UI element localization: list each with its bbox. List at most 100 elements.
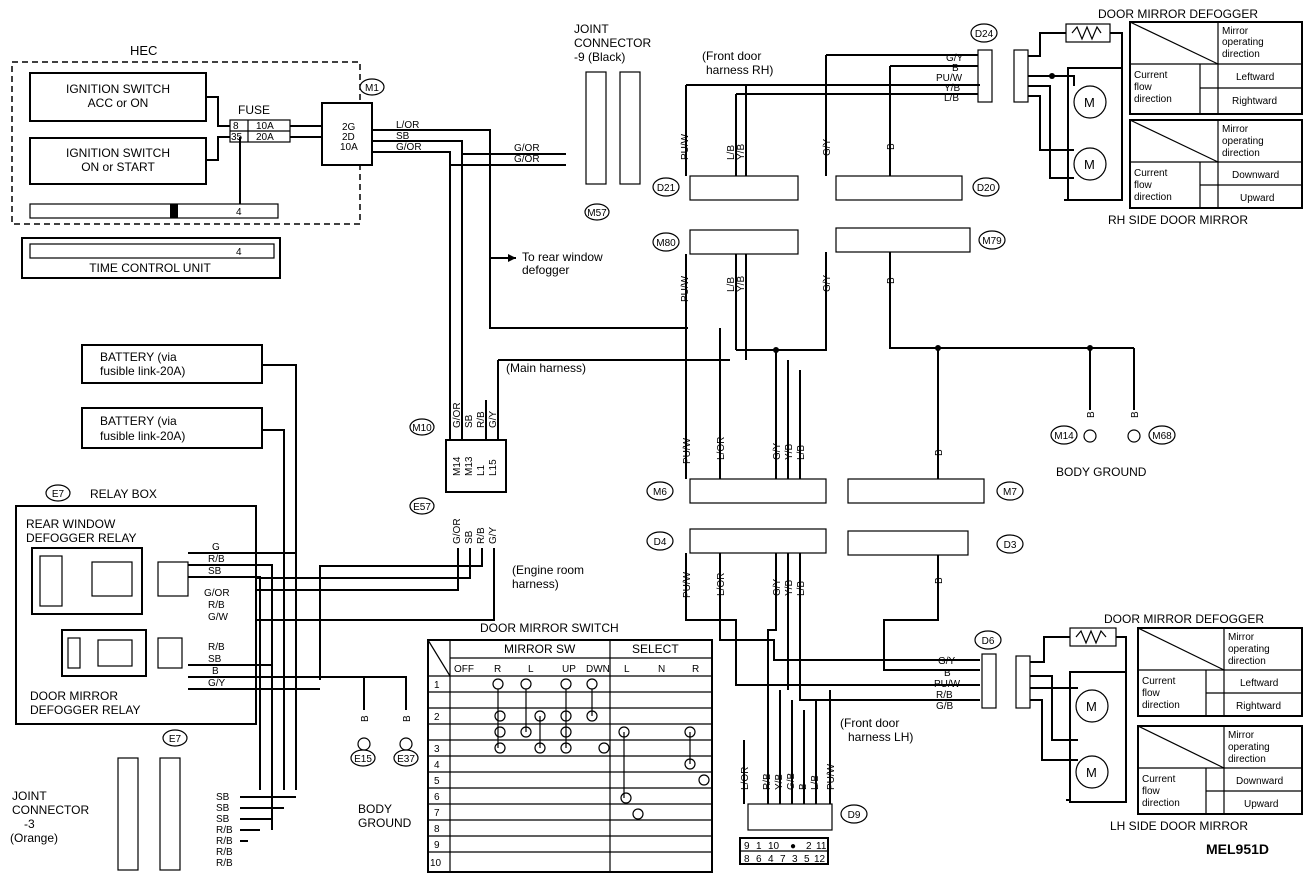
switch-title: DOOR MIRROR SWITCH <box>480 621 619 635</box>
relay-wire-rb2: R/B <box>208 600 225 611</box>
d20-wire-b: B <box>886 143 897 150</box>
m1-wire-lor: L/OR <box>396 120 419 131</box>
d4-wire-puw: PU/W <box>682 571 693 598</box>
right-ground-wire2: B <box>1130 411 1141 418</box>
rh-t2-r3: direction <box>1134 192 1172 203</box>
switch-row-6: 6 <box>434 792 440 803</box>
switch-col-sel-n: N <box>658 664 665 675</box>
joint9-line1: JOINT <box>574 22 609 36</box>
d4-wire-yb: Y/B <box>784 580 795 596</box>
joint3-wire2: SB <box>216 803 230 814</box>
lh-defogger-label: DOOR MIRROR DEFOGGER <box>1104 612 1264 626</box>
left-ground-label2: GROUND <box>358 816 412 830</box>
rh-t1-r1: Current <box>1134 70 1168 81</box>
switch-col-l: L <box>528 664 534 675</box>
d9-pin-7: 7 <box>780 854 786 865</box>
m6-wire-gy: G/Y <box>772 442 783 460</box>
switch-row-1: 1 <box>434 680 440 691</box>
lh-t2-up: Upward <box>1244 799 1278 810</box>
ign-start-line1: IGNITION SWITCH <box>66 146 170 160</box>
right-ground-label: BODY GROUND <box>1056 465 1147 479</box>
lh-t2-r1: Current <box>1142 774 1176 785</box>
m1-pin-10a: 10A <box>340 142 358 153</box>
e57-wire-gor: G/OR <box>452 518 463 544</box>
rh-motor1-m: M <box>1084 95 1095 110</box>
lh-wire-gy: G/Y <box>938 656 956 667</box>
battery1-line2: fusible link-20A) <box>100 364 185 378</box>
switch-row-7: 7 <box>434 808 440 819</box>
joint9-line2: CONNECTOR <box>574 36 651 50</box>
d9-pin-6: 6 <box>756 854 762 865</box>
battery1-line1: BATTERY (via <box>100 350 177 364</box>
switch-row-2: 2 <box>434 712 440 723</box>
d9-pin-2: 2 <box>806 841 812 852</box>
switch-col-r: R <box>494 664 501 675</box>
lh-harness-1: (Front door <box>840 716 899 730</box>
left-ground-wire2: B <box>402 715 413 722</box>
d9-pin-3: 3 <box>792 854 798 865</box>
lh-t2-h2: operating <box>1228 742 1270 753</box>
switch-col-sel-l: L <box>624 664 630 675</box>
rh-t1-h3: direction <box>1222 49 1260 60</box>
relay-wire-rb1: R/B <box>208 554 225 565</box>
m10-pin-m14: M14 <box>452 456 463 476</box>
lh-t1-left: Leftward <box>1240 678 1278 689</box>
right-ground: B B M14 M68 BODY GROUND <box>1050 411 1176 479</box>
conn-m79: M79 <box>982 236 1002 247</box>
m10-pin-m13: M13 <box>464 456 475 476</box>
lh-wire-gb: G/B <box>936 701 954 712</box>
relay-box: E7 RELAY BOX REAR WINDOW DEFOGGER RELAY … <box>15 484 407 830</box>
rh-t2-h3: direction <box>1222 148 1260 159</box>
lh-t2-r2: flow <box>1142 786 1161 797</box>
d9-pin-8: 8 <box>744 854 750 865</box>
joint9-line3: -9 (Black) <box>574 50 625 64</box>
lh-motor1-m: M <box>1086 699 1097 714</box>
fuse-35: 35 <box>231 132 243 143</box>
relay-wire-sb2: SB <box>208 654 222 665</box>
m7-wire-b: B <box>934 449 945 456</box>
d9-pin-4: 4 <box>768 854 774 865</box>
lh-wire-b: B <box>944 668 951 679</box>
joint3-line2: CONNECTOR <box>12 803 89 817</box>
tcu-pin: 4 <box>236 247 242 258</box>
d4-wire-lor: L/OR <box>716 573 727 596</box>
d9-connector: L/OR R/B Y/B G/B B L/B PU/W D9 9 1 10 ● … <box>739 690 868 865</box>
relay-wire-rb3: R/B <box>208 642 225 653</box>
d4-wire-gy: G/Y <box>772 578 783 596</box>
d9-id: D9 <box>848 810 861 821</box>
mirror-relay-line2: DEFOGGER RELAY <box>30 703 140 717</box>
relay-wire-gw: G/W <box>208 612 229 623</box>
relay-wire-g: G <box>212 542 220 553</box>
d9-pin-10: 10 <box>768 841 780 852</box>
m10-id: M10 <box>412 423 432 434</box>
joint9-wire1: G/OR <box>514 143 540 154</box>
rh-wire-puw: PU/W <box>936 73 963 84</box>
e57-wire-sb: SB <box>464 530 475 544</box>
joint3-line4: (Orange) <box>10 831 58 845</box>
hec-module: HEC IGNITION SWITCH ACC or ON IGNITION S… <box>11 43 688 390</box>
relay-box-id: E7 <box>52 489 65 500</box>
joint9-id: M57 <box>587 208 607 219</box>
left-ground-wire1: B <box>360 715 371 722</box>
relay-box-title: RELAY BOX <box>90 487 157 501</box>
lh-mirror-title: LH SIDE DOOR MIRROR <box>1110 819 1248 833</box>
m1-pin-2d: 2D <box>342 132 355 143</box>
front-rh-harness-1: (Front door <box>702 49 761 63</box>
m80-wire-lb: L/B <box>726 277 737 292</box>
rear-relay-line2: DEFOGGER RELAY <box>26 531 136 545</box>
lh-harness-2: harness LH) <box>848 730 913 744</box>
switch-row-9: 9 <box>434 840 440 851</box>
lh-wire-rb: R/B <box>936 690 953 701</box>
joint3-wire6: R/B <box>216 847 233 858</box>
conn-d20: D20 <box>977 183 996 194</box>
middle-connectors: D21 D20 M80 M79 PU/W L/B Y/B G/Y B PU/W … <box>646 55 1135 800</box>
right-ground-wire1: B <box>1086 411 1097 418</box>
conn-m80: M80 <box>656 238 676 249</box>
switch-row-10: 10 <box>430 858 442 869</box>
rear-relay-line1: REAR WINDOW <box>26 517 116 531</box>
joint3-wire5: R/B <box>216 836 233 847</box>
tcu-label: TIME CONTROL UNIT <box>89 261 211 275</box>
hec-title: HEC <box>130 43 157 58</box>
switch-group-mirror: MIRROR SW <box>504 642 576 656</box>
m1-wire-sb: SB <box>396 131 410 142</box>
